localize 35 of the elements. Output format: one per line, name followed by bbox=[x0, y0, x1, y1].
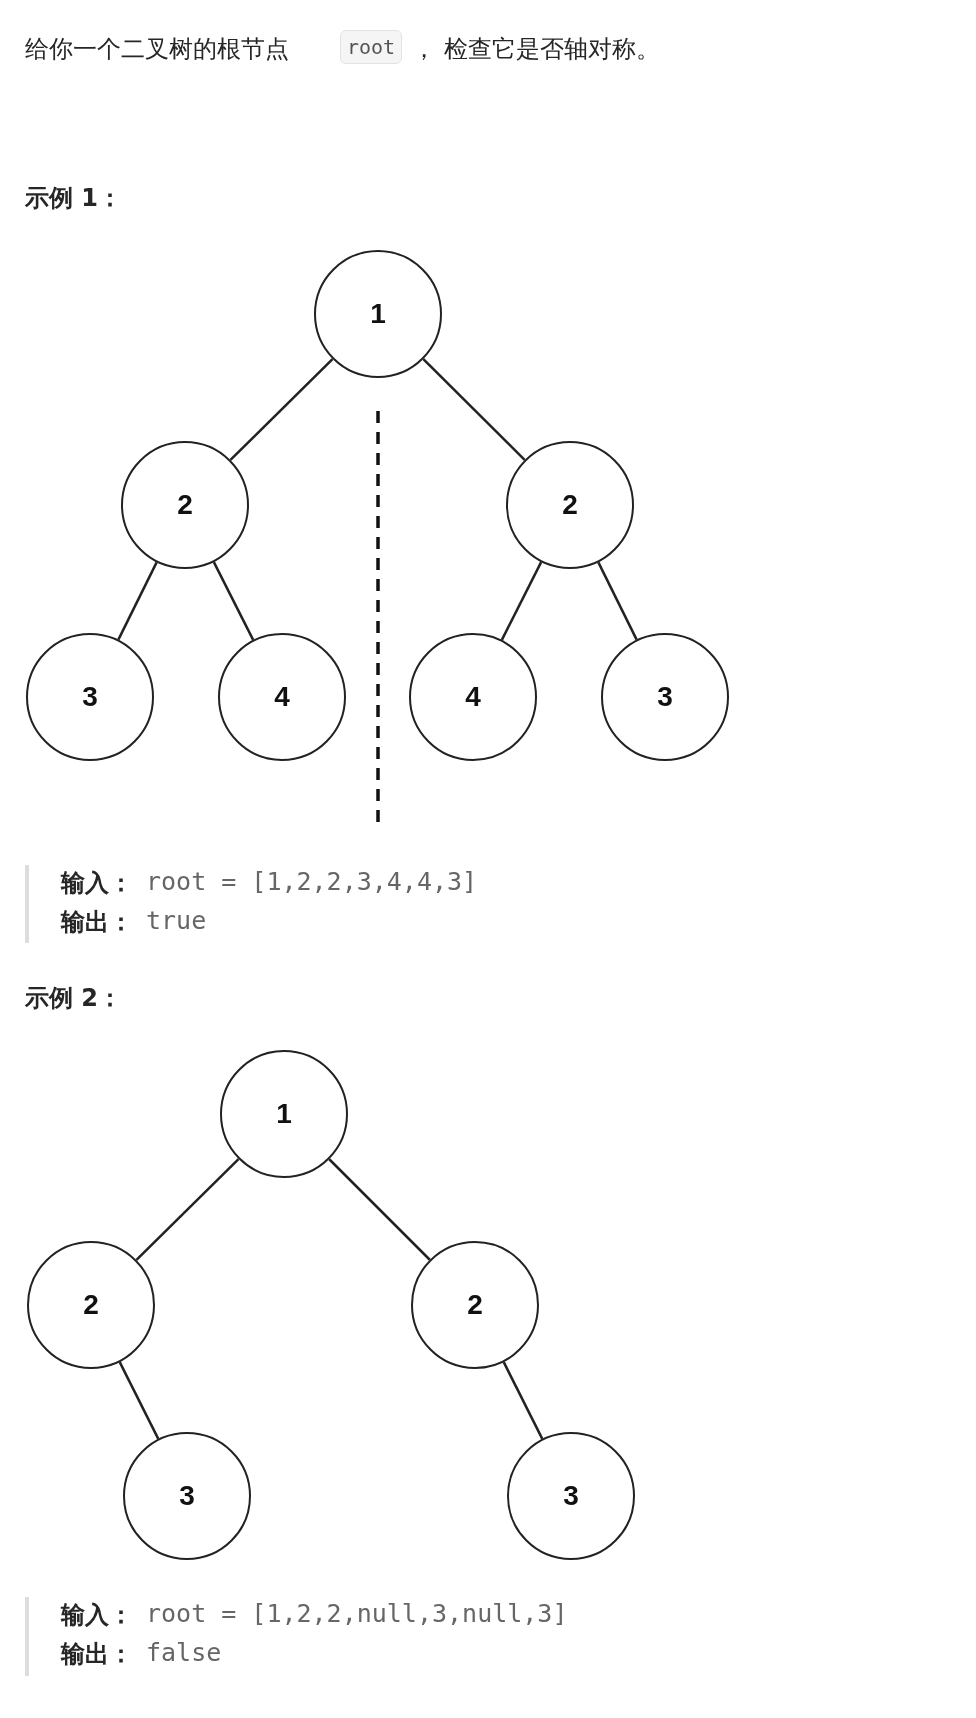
tree-edge bbox=[229, 358, 334, 461]
node-value: 4 bbox=[465, 681, 481, 713]
inline-code: root bbox=[340, 30, 403, 64]
node-value: 4 bbox=[274, 681, 290, 713]
field-label: 输出： bbox=[61, 907, 133, 938]
node-value: 3 bbox=[657, 681, 673, 713]
intro-text: ， 检查它是否轴对称。 bbox=[412, 34, 660, 65]
code-text: root = [1,2,2,3,4,4,3] bbox=[146, 867, 478, 896]
tree-edge bbox=[500, 561, 543, 641]
node-value: 1 bbox=[370, 298, 386, 330]
tree-edge bbox=[212, 561, 255, 641]
field-label: 输入： bbox=[61, 1600, 133, 1631]
code-text: false bbox=[146, 1638, 222, 1667]
node-value: 1 bbox=[276, 1098, 292, 1130]
tree-edge bbox=[118, 1361, 160, 1440]
tree-edge bbox=[597, 561, 638, 641]
node-value: 2 bbox=[177, 489, 193, 521]
tree-edge bbox=[422, 358, 526, 461]
field-label: 输入： bbox=[61, 868, 133, 899]
tree-edge bbox=[135, 1158, 240, 1261]
tree-edge bbox=[328, 1158, 431, 1261]
node-value: 2 bbox=[562, 489, 578, 521]
intro-text: 给你一个二叉树的根节点 bbox=[25, 34, 289, 65]
node-value: 3 bbox=[563, 1480, 579, 1512]
node-value: 2 bbox=[83, 1289, 99, 1321]
code-text: root = [1,2,2,null,3,null,3] bbox=[146, 1599, 568, 1628]
node-value: 3 bbox=[179, 1480, 195, 1512]
node-value: 2 bbox=[467, 1289, 483, 1321]
tree-edge bbox=[502, 1361, 544, 1440]
example-heading: 示例 1： bbox=[25, 183, 123, 214]
field-label: 输出： bbox=[61, 1639, 133, 1670]
tree-edge bbox=[117, 561, 158, 641]
code-text: true bbox=[146, 906, 207, 935]
node-value: 3 bbox=[82, 681, 98, 713]
example-heading: 示例 2： bbox=[25, 983, 123, 1014]
